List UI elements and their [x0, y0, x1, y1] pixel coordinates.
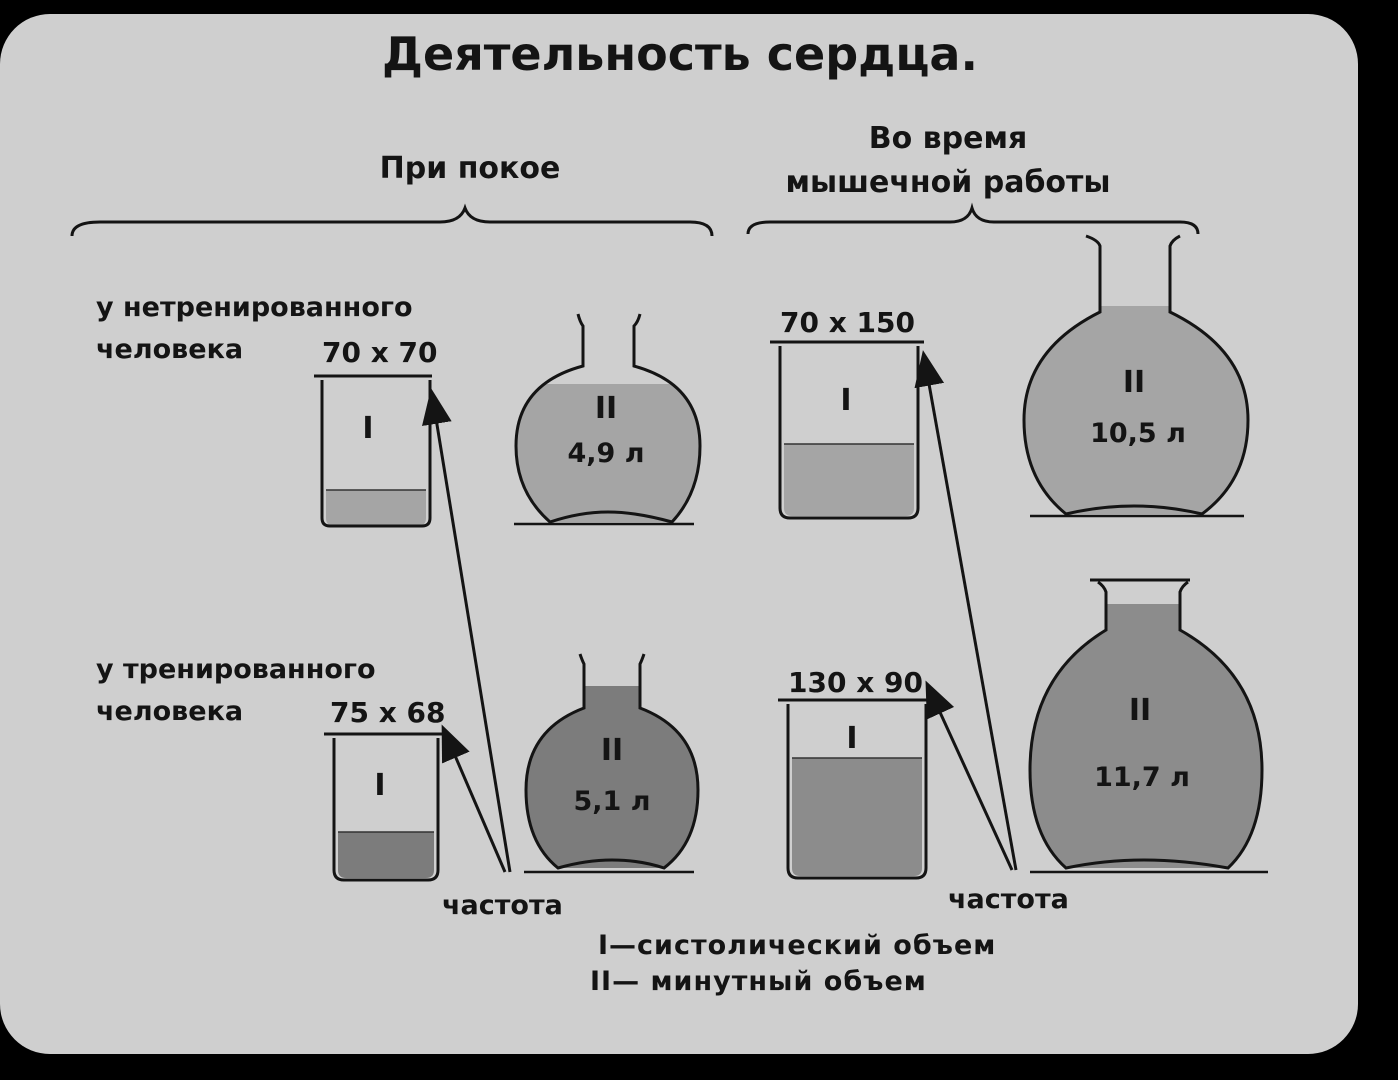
- formula-untrained-work: 70 x 150: [780, 306, 915, 339]
- row-label-trained-line2: человека: [96, 696, 243, 727]
- frequency-arrow: [441, 724, 507, 873]
- row-label-untrained-line1: у нетренированного: [96, 292, 413, 323]
- volume-untrained-work: 10,5 л: [1090, 418, 1186, 449]
- beaker-trained-work: I: [778, 698, 932, 880]
- flask-untrained-work: II 10,5 л: [1022, 234, 1250, 518]
- brace-work: [746, 202, 1200, 235]
- formula-trained-rest: 75 x 68: [330, 696, 446, 729]
- column-header-work-line1: Во время: [869, 121, 1028, 156]
- roman-one-label: I: [846, 721, 857, 756]
- roman-two-label: II: [601, 733, 623, 768]
- frequency-label-work: частота: [948, 884, 1069, 915]
- frequency-arrow: [422, 388, 512, 873]
- roman-two-label: II: [1123, 365, 1145, 400]
- volume-trained-work: 11,7 л: [1094, 762, 1190, 793]
- volume-untrained-rest: 4,9 л: [567, 438, 644, 469]
- roman-one-label: I: [374, 768, 385, 803]
- roman-one-label: I: [362, 411, 373, 446]
- legend-minute: II— минутный объем: [590, 966, 927, 997]
- formula-trained-work: 130 x 90: [788, 666, 923, 699]
- flask-trained-work: II 11,7 л: [1028, 578, 1268, 874]
- beaker-untrained-rest: I: [314, 374, 432, 528]
- frequency-arrow: [925, 680, 1014, 871]
- row-label-untrained-line2: человека: [96, 334, 243, 365]
- volume-trained-rest: 5,1 л: [573, 786, 650, 817]
- page-title: Деятельность сердца.: [382, 27, 978, 81]
- beaker-trained-rest: I: [324, 732, 444, 882]
- brace-rest: [70, 203, 714, 237]
- legend-systolic: I—систолический объем: [598, 930, 996, 961]
- column-header-work-line2: мышечной работы: [785, 165, 1110, 200]
- slide-card: [0, 14, 1358, 1054]
- frequency-arrow: [914, 350, 1018, 871]
- row-label-trained-line1: у тренированного: [96, 654, 376, 685]
- frequency-label-rest: частота: [442, 890, 563, 921]
- roman-two-label: II: [595, 391, 617, 426]
- column-header-rest: При покое: [380, 151, 561, 186]
- formula-untrained-rest: 70 x 70: [322, 336, 438, 369]
- flask-trained-rest: II 5,1 л: [524, 653, 700, 874]
- roman-one-label: I: [840, 383, 851, 418]
- flask-untrained-rest: II 4,9 л: [514, 313, 702, 526]
- beaker-untrained-work: I: [770, 340, 924, 520]
- roman-two-label: II: [1129, 693, 1151, 728]
